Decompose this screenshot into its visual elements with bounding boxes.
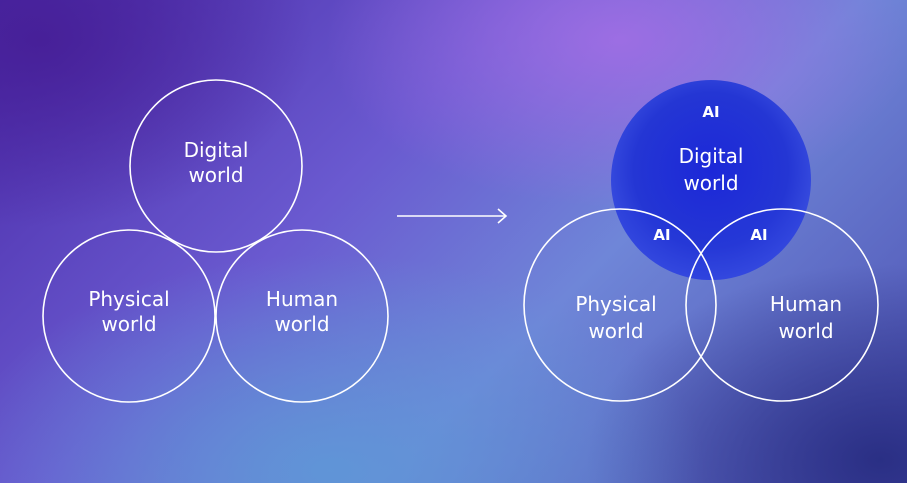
right-digital-world-circle [611, 80, 811, 280]
left-digital-label-line2: world [188, 163, 243, 187]
right-human-label-line1: Human [770, 292, 842, 316]
right-physical-overlap-shade [611, 209, 716, 280]
left-physical-label-line1: Physical [88, 287, 169, 311]
arrow-head [497, 208, 508, 224]
transition-arrow [397, 208, 508, 224]
left-digital-label-line1: Digital [184, 138, 249, 162]
right-human-world-circle [685, 208, 879, 402]
left-physical-world-circle [42, 229, 216, 403]
left-digital-world-circle [129, 79, 303, 253]
right-diagram: AI AI AI Digital world Physical world Hu… [523, 80, 879, 402]
left-human-world-circle [215, 229, 389, 403]
right-digital-label-line2: world [683, 171, 738, 195]
right-physical-world-circle [523, 208, 717, 402]
right-digital-label-line1: Digital [679, 144, 744, 168]
right-physical-label-line1: Physical [575, 292, 656, 316]
ai-label-digital-human: AI [750, 226, 767, 244]
left-human-label-line1: Human [266, 287, 338, 311]
ai-label-digital-physical: AI [653, 226, 670, 244]
left-human-label-line2: world [274, 312, 329, 336]
right-physical-label-line2: world [588, 319, 643, 343]
ai-label-digital: AI [702, 103, 719, 121]
left-physical-label-line2: world [101, 312, 156, 336]
right-human-overlap-shade [686, 209, 811, 280]
right-human-label-line2: world [778, 319, 833, 343]
left-diagram: Digital world Physical world Human world [42, 79, 389, 403]
